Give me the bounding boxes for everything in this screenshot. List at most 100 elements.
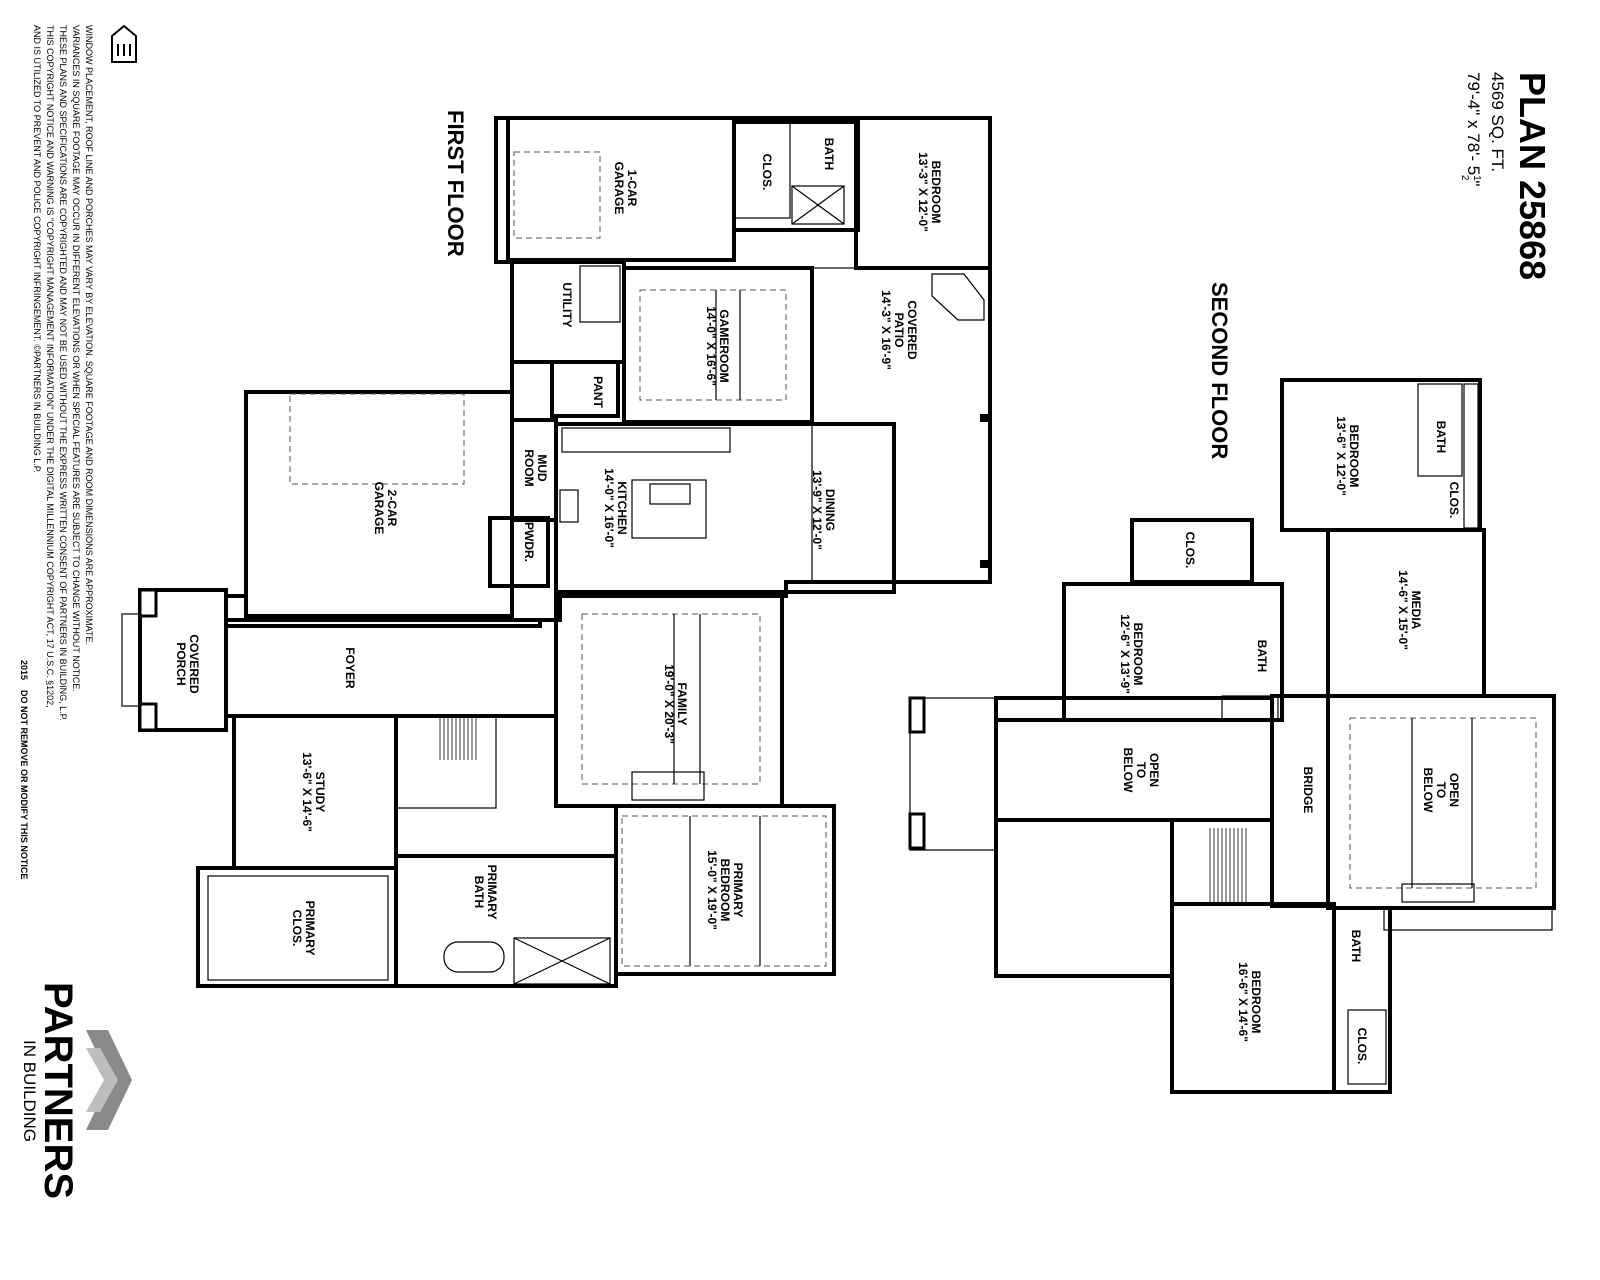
svg-text:12'-6" X 13'-9": 12'-6" X 13'-9" — [1118, 614, 1132, 694]
svg-text:CLOS.: CLOS. — [290, 910, 304, 947]
svg-text:PRIMARY: PRIMARY — [303, 901, 317, 956]
svg-text:AND IS UTILIZED TO PREVENT AND: AND IS UTILIZED TO PREVENT AND POLICE CO… — [32, 25, 42, 473]
plan-dimensions: 79'-4" x 78'- 512" — [1459, 72, 1483, 186]
room-2-car-garage: 2-CAR GARAGE — [372, 482, 399, 535]
partners-logo: PARTNERS IN BUILDING — [20, 982, 132, 1199]
plan-header: PLAN 25868 4569 SQ. FT. 79'-4" x 78'- 51… — [1459, 72, 1553, 280]
svg-text:OPEN: OPEN — [1447, 773, 1461, 807]
svg-text:FAMILY: FAMILY — [675, 683, 689, 726]
room-covered-patio: COVERED PATIO 14'-3" X 16'-9" — [879, 290, 919, 370]
svg-text:THIS COPYRIGHT NOTICE AND WARN: THIS COPYRIGHT NOTICE AND WARNING IS "CO… — [45, 25, 55, 708]
first-floor-plan — [121, 116, 992, 988]
svg-text:BATH: BATH — [1255, 640, 1269, 672]
svg-text:13'-3" X 12'-0": 13'-3" X 12'-0" — [916, 152, 930, 232]
room-dining: DINING 13'-9" X 12'-0" — [810, 470, 837, 550]
svg-text:PRIMARY: PRIMARY — [485, 865, 499, 920]
room-media: MEDIA 14'-6" X 15'-0" — [1396, 570, 1423, 650]
partners-chevron-icon — [86, 1030, 132, 1130]
room-labels-first: 1-CAR GARAGE CLOS. BATH BEDROOM 13'-3" X… — [174, 138, 943, 956]
svg-text:GAMEROOM: GAMEROOM — [717, 309, 731, 382]
svg-text:PATIO: PATIO — [892, 313, 906, 348]
svg-text:DINING: DINING — [823, 489, 837, 531]
room-closet-2: CLOS. — [1447, 482, 1461, 519]
room-bath-top: BATH — [822, 138, 836, 170]
room-closet-3: CLOS. — [1183, 532, 1197, 569]
second-floor-title: SECOND FLOOR — [1207, 282, 1232, 459]
svg-text:BEDROOM: BEDROOM — [929, 161, 943, 224]
svg-text:KITCHEN: KITCHEN — [615, 481, 629, 534]
notice-year: 2015 — [19, 660, 29, 680]
svg-text:14'-0" X 16'-6": 14'-0" X 16'-6" — [704, 306, 718, 386]
svg-text:ROOM: ROOM — [522, 449, 536, 486]
svg-text:FOYER: FOYER — [343, 647, 357, 689]
copyright-notice: WINDOW PLACEMENT, ROOF LINE AND PORCHES … — [19, 25, 94, 879]
room-bedroom-4: BEDROOM 16'-6" X 14'-6" — [1236, 962, 1263, 1042]
svg-text:TO: TO — [1134, 762, 1148, 778]
svg-text:PORCH: PORCH — [174, 642, 188, 685]
svg-text:14'-3" X 16'-9": 14'-3" X 16'-9" — [879, 290, 893, 370]
room-family: FAMILY 19'-0" X 20'-3" — [662, 664, 689, 744]
svg-text:13'-9" X 12'-0": 13'-9" X 12'-0" — [810, 470, 824, 550]
svg-text:PRIMARY: PRIMARY — [731, 863, 745, 918]
room-open-to-below-1: OPEN TO BELOW — [1121, 748, 1161, 793]
first-floor-title: FIRST FLOOR — [443, 110, 468, 257]
svg-text:CLOS.: CLOS. — [1447, 482, 1461, 519]
room-kitchen: KITCHEN 14'-0" X 16'-0" — [602, 468, 629, 548]
svg-text:BELOW: BELOW — [1421, 768, 1435, 813]
second-floor-plan — [908, 378, 1556, 1094]
svg-text:WINDOW PLACEMENT, ROOF LINE AN: WINDOW PLACEMENT, ROOF LINE AND PORCHES … — [84, 25, 94, 645]
svg-text:2-CAR: 2-CAR — [385, 490, 399, 527]
room-pantry: PANT — [591, 376, 605, 408]
room-1-car-garage: 1-CAR GARAGE — [612, 162, 639, 215]
plan-area: 4569 SQ. FT. — [1488, 72, 1507, 172]
room-closet-top: CLOS. — [760, 154, 774, 191]
room-bedroom-3: BEDROOM 12'-6" X 13'-9" — [1118, 614, 1145, 694]
room-gameroom: GAMEROOM 14'-0" X 16'-6" — [704, 306, 731, 386]
svg-text:THESE PLANS AND SPECIFICATIONS: THESE PLANS AND SPECIFICATIONS ARE COPYR… — [58, 25, 68, 721]
room-utility: UTILITY — [560, 282, 574, 327]
svg-text:COVERED: COVERED — [905, 300, 919, 360]
svg-text:TO: TO — [1434, 782, 1448, 798]
svg-text:CLOS.: CLOS. — [1183, 532, 1197, 569]
room-bath-2: BATH — [1434, 421, 1448, 453]
svg-text:19'-0" X 20'-3": 19'-0" X 20'-3" — [662, 664, 676, 744]
svg-text:16'-6" X 14'-6": 16'-6" X 14'-6" — [1236, 962, 1250, 1042]
room-primary-bath: PRIMARY BATH — [472, 865, 499, 920]
room-mud-room: MUD ROOM — [522, 449, 549, 486]
svg-text:VARIANCES IN SQUARE FOOTAGE MA: VARIANCES IN SQUARE FOOTAGE MAY OCCUR IN… — [71, 25, 81, 692]
svg-text:GARAGE: GARAGE — [612, 162, 626, 215]
svg-text:BATH: BATH — [1349, 930, 1363, 962]
room-labels-second: BEDROOM 13'-6" X 12'-0" BATH CLOS. CLOS.… — [1118, 416, 1461, 1064]
room-open-to-below-2: OPEN TO BELOW — [1421, 768, 1461, 813]
svg-text:PANT: PANT — [591, 376, 605, 408]
svg-text:13'-6" X 14'-6": 13'-6" X 14'-6" — [300, 752, 314, 832]
svg-text:BATH: BATH — [822, 138, 836, 170]
svg-text:BELOW: BELOW — [1121, 748, 1135, 793]
svg-text:CLOS.: CLOS. — [1355, 1028, 1369, 1065]
room-powder: PWDR. — [522, 522, 536, 562]
svg-text:14'-6" X 15'-0": 14'-6" X 15'-0" — [1396, 570, 1410, 650]
svg-text:PWDR.: PWDR. — [522, 522, 536, 562]
svg-text:14'-0" X 16'-0": 14'-0" X 16'-0" — [602, 468, 616, 548]
svg-text:1-CAR: 1-CAR — [625, 170, 639, 207]
svg-text:STUDY: STUDY — [313, 772, 327, 813]
svg-text:15'-0" X 19'-0": 15'-0" X 19'-0" — [705, 850, 719, 930]
room-bath-4: BATH — [1349, 930, 1363, 962]
logo-sub: IN BUILDING — [20, 1040, 39, 1142]
room-bridge: BRIDGE — [1301, 767, 1315, 814]
room-closet-4: CLOS. — [1355, 1028, 1369, 1065]
room-bedroom-first: BEDROOM 13'-3" X 12'-0" — [916, 152, 943, 232]
equal-housing-icon — [111, 24, 137, 63]
svg-text:MEDIA: MEDIA — [1409, 591, 1423, 630]
room-primary-bedroom: PRIMARY BEDROOM 15'-0" X 19'-0" — [705, 850, 745, 930]
svg-text:BEDROOM: BEDROOM — [718, 859, 732, 922]
svg-text:13'-6" X 12'-0": 13'-6" X 12'-0" — [1334, 416, 1348, 496]
svg-text:BEDROOM: BEDROOM — [1131, 623, 1145, 686]
svg-text:CLOS.: CLOS. — [760, 154, 774, 191]
svg-text:BEDROOM: BEDROOM — [1347, 425, 1361, 488]
svg-text:MUD: MUD — [535, 454, 549, 482]
svg-text:UTILITY: UTILITY — [560, 282, 574, 327]
svg-text:COVERED: COVERED — [187, 634, 201, 694]
